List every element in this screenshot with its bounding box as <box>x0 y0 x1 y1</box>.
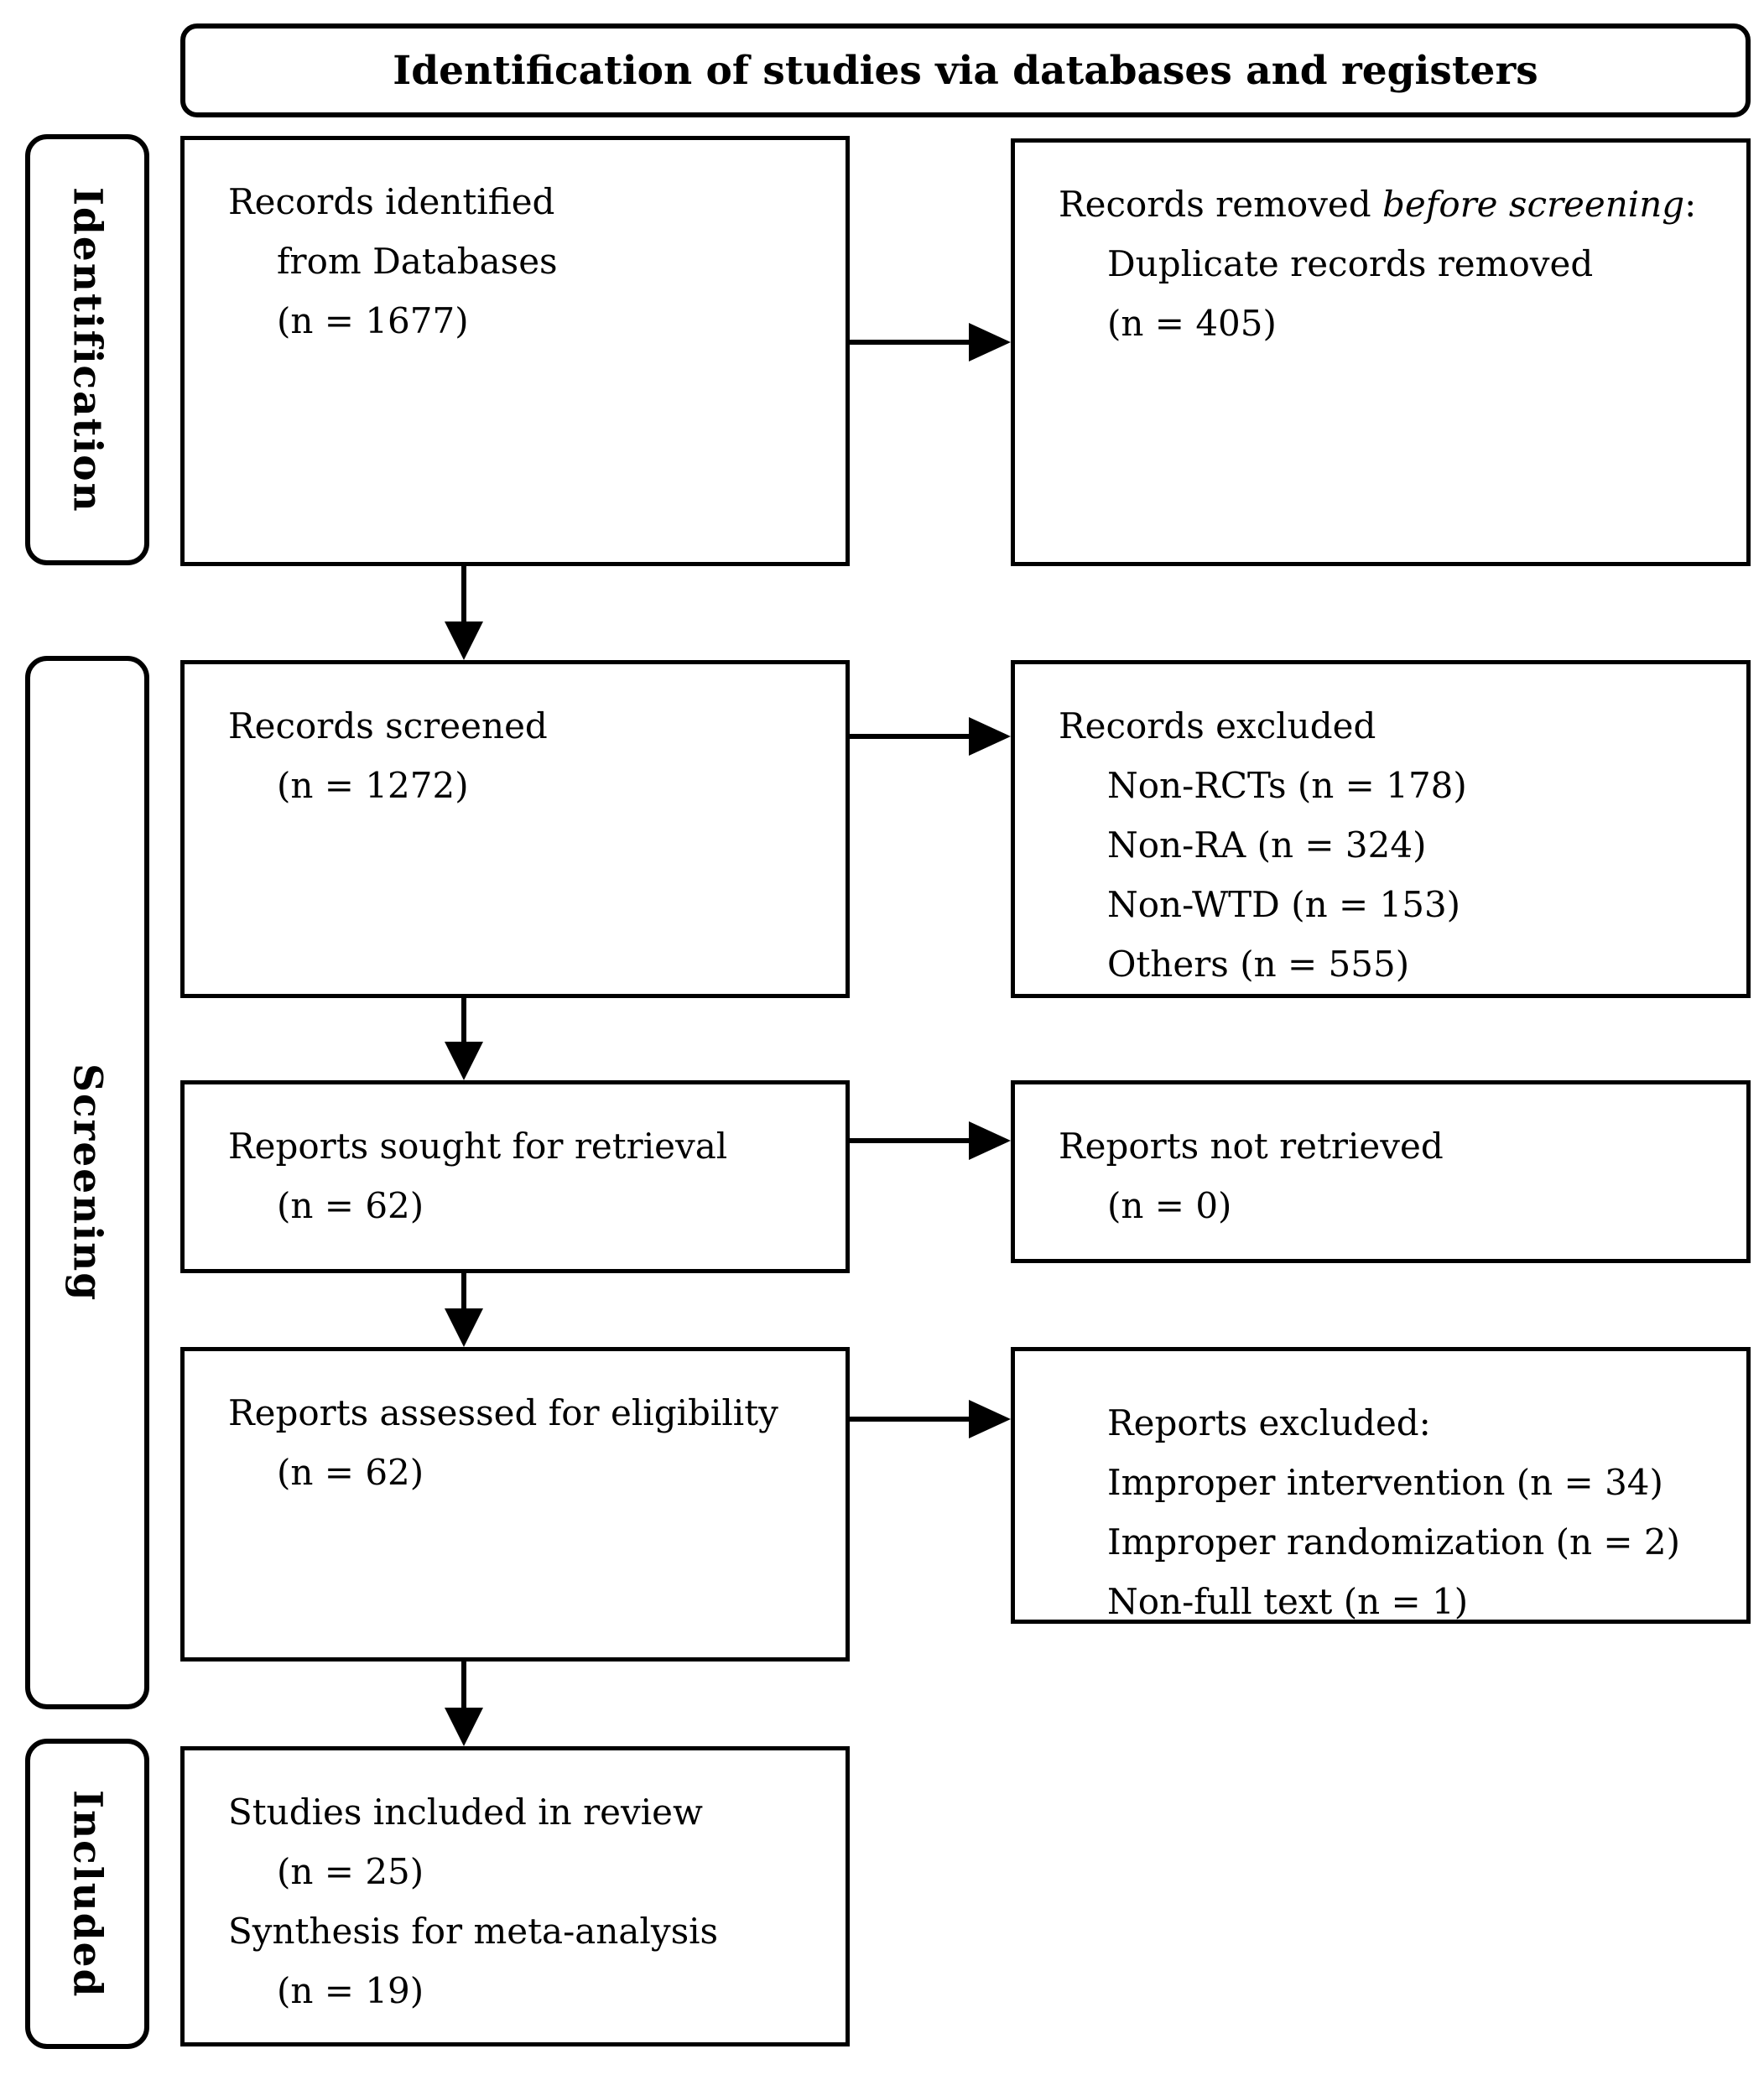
box-line: Records excluded <box>1059 705 1376 746</box>
box-line: Non-RCTs (n = 178) <box>1107 765 1467 806</box>
phase-included: Included <box>25 1739 149 2049</box>
box-records-identified: Records identified from Databases (n = 1… <box>180 136 850 566</box>
box-records-screened: Records screened (n = 1272) <box>180 660 850 998</box>
box-line: Reports assessed for eligibility <box>228 1392 778 1433</box>
box-line: Synthesis for meta-analysis <box>228 1911 719 1952</box>
box-line: Reports not retrieved <box>1059 1126 1444 1167</box>
arrow-head-icon <box>445 1042 483 1080</box>
box-line: Others (n = 555) <box>1107 944 1410 985</box>
arrow-stem <box>850 1138 972 1143</box>
diagram-title: Identification of studies via databases … <box>393 47 1538 94</box>
box-reports-sought: Reports sought for retrieval (n = 62) <box>180 1080 850 1273</box>
arrow-stem <box>850 1417 972 1422</box>
box-line: from Databases <box>277 241 558 282</box>
box-line-text: Records removed <box>1059 184 1383 225</box>
box-line: Records screened <box>228 705 548 746</box>
box-line: (n = 1677) <box>277 300 469 341</box>
box-line: (n = 0) <box>1107 1185 1232 1226</box>
box-studies-included: Studies included in review (n = 25) Synt… <box>180 1746 850 2046</box>
box-line: Non-WTD (n = 153) <box>1107 884 1461 925</box>
box-line: Records identified <box>228 181 555 222</box>
box-line: (n = 62) <box>277 1452 424 1493</box>
arrow-head-icon <box>445 1708 483 1746</box>
phase-screening-label: Screening <box>64 1063 111 1303</box>
box-line: Non-full text (n = 1) <box>1107 1581 1469 1622</box>
box-records-excluded: Records excluded Non-RCTs (n = 178) Non-… <box>1011 660 1751 998</box>
arrow-stem <box>461 566 466 625</box>
box-line: Improper randomization (n = 2) <box>1107 1521 1681 1563</box>
arrow-stem <box>461 998 466 1045</box>
box-line: Improper intervention (n = 34) <box>1107 1462 1663 1503</box>
box-reports-excluded: Reports excluded: Improper intervention … <box>1011 1347 1751 1624</box>
box-line: (n = 62) <box>277 1185 424 1226</box>
box-line: Reports excluded: <box>1107 1402 1431 1443</box>
arrow-stem <box>461 1273 466 1312</box>
arrow-head-icon <box>969 1121 1011 1160</box>
box-records-removed: Records removed before screening: Duplic… <box>1011 138 1751 566</box>
phase-included-label: Included <box>64 1789 111 1999</box>
box-line: Reports sought for retrieval <box>228 1126 728 1167</box>
box-line: (n = 19) <box>277 1970 424 2011</box>
box-line: Non-RA (n = 324) <box>1107 824 1427 866</box>
box-line: Duplicate records removed <box>1107 243 1594 284</box>
box-line: (n = 25) <box>277 1851 424 1892</box>
phase-identification: Identification <box>25 134 149 565</box>
title-panel: Identification of studies via databases … <box>180 23 1751 117</box>
box-reports-not-retrieved: Reports not retrieved (n = 0) <box>1011 1080 1751 1263</box>
arrow-head-icon <box>445 1308 483 1347</box>
arrow-head-icon <box>969 1400 1011 1438</box>
arrow-stem <box>850 734 972 739</box>
arrow-head-icon <box>969 717 1011 756</box>
phase-screening: Screening <box>25 656 149 1709</box>
box-line: Records removed before screening: <box>1059 174 1723 234</box>
arrow-stem <box>850 340 972 345</box>
arrow-stem <box>461 1662 466 1711</box>
box-line-text: : <box>1684 184 1697 225</box>
arrow-head-icon <box>969 323 1011 361</box>
box-line: (n = 1272) <box>277 765 469 806</box>
arrow-head-icon <box>445 621 483 660</box>
phase-identification-label: Identification <box>64 186 111 513</box>
box-line: (n = 405) <box>1107 303 1277 344</box>
box-line: Studies included in review <box>228 1792 703 1833</box>
box-reports-assessed: Reports assessed for eligibility (n = 62… <box>180 1347 850 1662</box>
box-line-italic-text: before screening <box>1382 184 1685 225</box>
